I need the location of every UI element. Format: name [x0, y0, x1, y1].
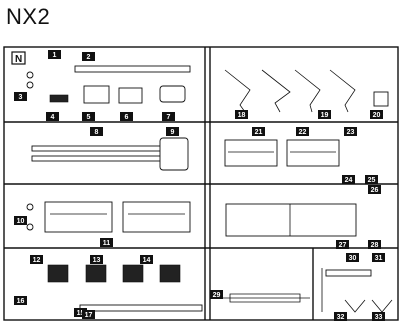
part-number-tag: 19 [318, 110, 331, 119]
part-number-label: 7 [167, 114, 171, 121]
part-number-label: 32 [337, 314, 345, 321]
part-number-tag: 7 [162, 112, 175, 121]
part-number-label: 28 [371, 242, 379, 249]
part-number-label: 11 [103, 240, 111, 247]
part-number-label: 16 [17, 298, 25, 305]
part-number-label: 22 [299, 129, 307, 136]
part-number-label: 18 [238, 112, 246, 119]
part-number-tag: 15 [74, 308, 87, 317]
part-number-tag: 28 [368, 240, 381, 249]
part-number-tag: 11 [100, 238, 113, 247]
part-number-label: 29 [213, 292, 221, 299]
part-number-label: 24 [345, 177, 353, 184]
sprue-title: NX2 [6, 4, 51, 29]
part-number-label: 33 [375, 314, 383, 321]
part-number-tag: 25 [365, 175, 378, 184]
part-number-label: 12 [33, 257, 41, 264]
part-number-tag: 32 [334, 312, 347, 321]
part-number-tag: 26 [368, 185, 381, 194]
part-number-tag: 4 [46, 112, 59, 121]
part-number-tag: 3 [14, 92, 27, 101]
part-number-tag: 8 [90, 127, 103, 136]
part-number-tag: 29 [210, 290, 223, 299]
part-number-label: 25 [368, 177, 376, 184]
part-number-label: 17 [85, 312, 93, 319]
part-number-label: 6 [125, 114, 129, 121]
part-number-tag: 5 [82, 112, 95, 121]
part-number-tag: 6 [120, 112, 133, 121]
part-number-tag: 12 [30, 255, 43, 264]
part-number-tag: 1 [48, 50, 61, 59]
part-number-tag: 20 [370, 110, 383, 119]
part-number-tag: 31 [372, 253, 385, 262]
part-number-label: 15 [77, 310, 85, 317]
sprue-letter: N [15, 54, 22, 65]
part-number-label: 1 [53, 52, 57, 59]
part-number-tag: 16 [14, 296, 27, 305]
part-number-tag: 22 [296, 127, 309, 136]
part-number-label: 2 [87, 54, 91, 61]
part-number-tag: 30 [346, 253, 359, 262]
part-number-label: 3 [19, 94, 23, 101]
part-number-tag: 18 [235, 110, 248, 119]
part-number-label: 14 [143, 257, 151, 264]
part-number-label: 8 [95, 129, 99, 136]
part-number-tag: 13 [90, 255, 103, 264]
part-number-tag: 33 [372, 312, 385, 321]
part-number-tag: 9 [166, 127, 179, 136]
part-number-label: 31 [375, 255, 383, 262]
part-number-tag: 2 [82, 52, 95, 61]
part-number-tag: 27 [336, 240, 349, 249]
part-number-label: 19 [321, 112, 329, 119]
part-number-label: 20 [373, 112, 381, 119]
part-number-label: 4 [51, 114, 55, 121]
part-number-tag: 24 [342, 175, 355, 184]
part-number-label: 27 [339, 242, 347, 249]
part-number-label: 21 [255, 129, 263, 136]
part-number-label: 26 [371, 187, 379, 194]
part-number-label: 10 [17, 218, 25, 225]
part-number-tag: 21 [252, 127, 265, 136]
part-number-label: 5 [87, 114, 91, 121]
part-number-label: 23 [347, 129, 355, 136]
part-number-label: 9 [171, 129, 175, 136]
part-number-tag: 10 [14, 216, 27, 225]
part-number-tag: 17 [82, 310, 95, 319]
part-number-label: 13 [93, 257, 101, 264]
part-number-tag: 23 [344, 127, 357, 136]
part-number-label: 30 [349, 255, 357, 262]
part-number-tag: 14 [140, 255, 153, 264]
